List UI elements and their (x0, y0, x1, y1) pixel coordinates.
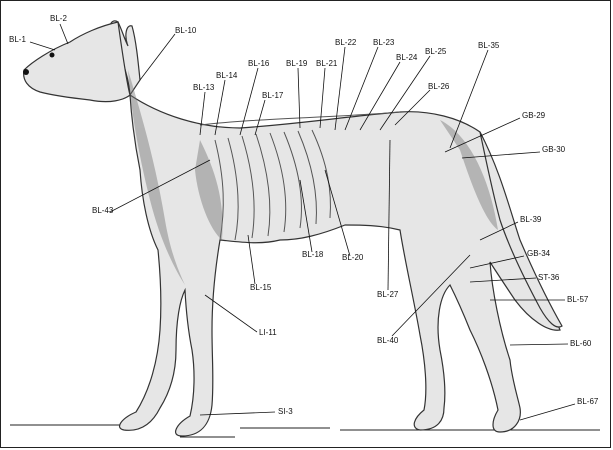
label-bl-17: BL-17 (262, 91, 284, 100)
label-bl-19: BL-19 (286, 59, 308, 68)
label-gb-34: GB-34 (527, 249, 551, 258)
label-bl-39: BL-39 (520, 215, 542, 224)
dog-silhouette (24, 21, 562, 436)
label-bl-16: BL-16 (248, 59, 270, 68)
label-si-3: SI-3 (278, 407, 293, 416)
label-bl-67: BL-67 (577, 397, 599, 406)
label-bl-23: BL-23 (373, 38, 395, 47)
label-gb-29: GB-29 (522, 111, 546, 120)
label-bl-40: BL-40 (377, 336, 399, 345)
eye (50, 53, 55, 58)
label-bl-21: BL-21 (316, 59, 338, 68)
label-li-11: LI-11 (259, 328, 277, 337)
label-bl-22: BL-22 (335, 38, 357, 47)
label-bl-1: BL-1 (9, 35, 26, 44)
label-st-36: ST-36 (538, 273, 560, 282)
label-bl-24: BL-24 (396, 53, 418, 62)
label-bl-25: BL-25 (425, 47, 447, 56)
nose (23, 69, 29, 75)
label-bl-27: BL-27 (377, 290, 399, 299)
label-bl-35: BL-35 (478, 41, 500, 50)
label-gb-30: GB-30 (542, 145, 566, 154)
label-bl-60: BL-60 (570, 339, 592, 348)
label-bl-43: BL-43 (92, 206, 114, 215)
label-bl-10: BL-10 (175, 26, 197, 35)
label-bl-15: BL-15 (250, 283, 272, 292)
label-bl-57: BL-57 (567, 295, 589, 304)
label-bl-26: BL-26 (428, 82, 450, 91)
label-bl-14: BL-14 (216, 71, 238, 80)
label-bl-18: BL-18 (302, 250, 324, 259)
label-bl-2: BL-2 (50, 14, 67, 23)
label-bl-13: BL-13 (193, 83, 215, 92)
label-bl-20: BL-20 (342, 253, 364, 262)
